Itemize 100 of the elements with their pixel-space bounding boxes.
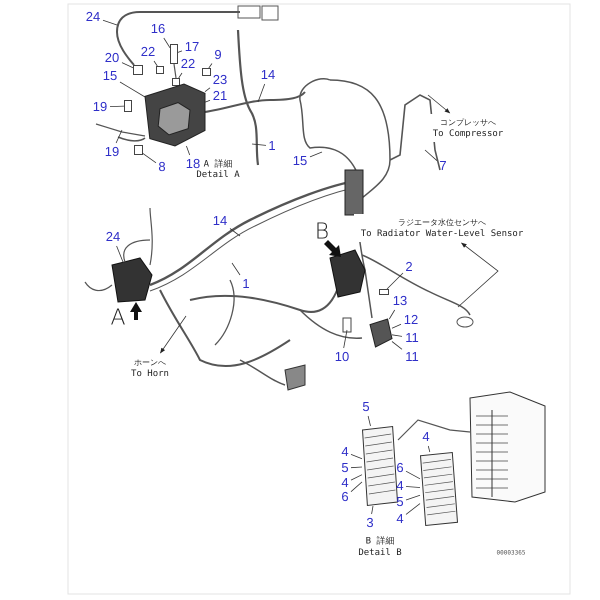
part-box	[134, 145, 142, 155]
view-letter: B	[314, 220, 330, 244]
callout-number: 2	[404, 259, 414, 275]
leader-line	[392, 324, 402, 329]
callout-number: 1	[267, 138, 277, 154]
leader-line	[428, 446, 430, 452]
part-box	[202, 68, 210, 76]
detail-caption: B 詳細	[366, 535, 394, 548]
leader-line	[102, 20, 118, 26]
leader-line	[208, 63, 212, 68]
note-text: To Compressor	[432, 128, 504, 140]
note-text: To Radiator Water-Level Sensor	[360, 228, 524, 240]
callout-number: 5	[340, 460, 350, 476]
callout-number: 6	[340, 489, 350, 505]
leader-line	[252, 144, 266, 146]
callout-number: 5	[361, 399, 371, 415]
fuse-block-drawing	[145, 84, 205, 146]
leader-line	[406, 470, 420, 480]
leader-line	[178, 72, 182, 78]
leader-line	[122, 62, 134, 68]
callout-number: 16	[149, 21, 167, 37]
part-box	[133, 65, 143, 75]
part-box	[379, 289, 389, 295]
callout-number: 9	[213, 47, 223, 63]
callout-number: 4	[340, 475, 350, 491]
leader-line	[350, 466, 362, 468]
leader-line	[258, 84, 266, 102]
relay-drawing	[370, 319, 392, 347]
leader-line	[142, 152, 156, 164]
callout-number: 22	[179, 56, 197, 72]
callout-number: 20	[103, 50, 121, 66]
leader-line	[350, 474, 362, 480]
detail-caption: Detail B	[358, 548, 402, 558]
leader-line	[388, 310, 396, 320]
callout-number: 24	[84, 9, 102, 25]
leader-line	[350, 454, 362, 460]
leader-line	[392, 334, 402, 337]
arrow	[160, 316, 186, 354]
leader-line	[116, 130, 122, 144]
callout-number: 4	[421, 429, 431, 445]
callout-number: 4	[340, 444, 350, 460]
detail-caption: A 詳細	[204, 158, 232, 170]
callout-number: 13	[391, 293, 409, 309]
callout-number: 10	[333, 349, 351, 365]
callout-number: 15	[291, 153, 309, 169]
leader-line	[350, 482, 362, 492]
arrow	[428, 94, 450, 114]
part-box	[172, 78, 180, 86]
callout-number: 15	[101, 68, 119, 84]
callout-number: 3	[365, 515, 375, 531]
part-box	[170, 44, 178, 64]
leader-line	[178, 50, 182, 53]
leader-line	[392, 341, 402, 350]
leader-line	[163, 38, 170, 48]
callout-number: 4	[395, 478, 405, 494]
callout-number: 11	[403, 330, 421, 346]
note-text: ホーンへ	[134, 356, 166, 368]
leader-line	[386, 272, 404, 290]
callout-number: 19	[91, 99, 109, 115]
leader-line	[406, 503, 420, 515]
leader-line	[424, 150, 438, 162]
callout-number: 23	[211, 72, 229, 88]
callout-number: 12	[402, 312, 420, 328]
leader-line	[406, 486, 420, 488]
leader-line	[232, 262, 240, 276]
leader-line	[186, 146, 190, 156]
note-text: コンプレッサへ	[440, 116, 496, 128]
callout-number: 17	[183, 39, 201, 55]
callout-number: 5	[395, 494, 405, 510]
callout-number: 24	[104, 229, 122, 245]
view-letter: A	[110, 306, 126, 330]
leader-line	[368, 416, 371, 426]
leader-line	[406, 494, 420, 500]
leader-line	[371, 506, 374, 514]
note-text: ラジエータ水位センサへ	[398, 216, 486, 228]
part-box	[124, 100, 132, 112]
callout-number: 18	[184, 156, 202, 172]
leader-line	[204, 87, 210, 92]
callout-number: 4	[395, 511, 405, 527]
callout-number: 21	[211, 88, 229, 104]
leader-line	[110, 106, 124, 107]
leader-line	[154, 60, 158, 66]
leader-line	[310, 152, 322, 158]
arrow	[458, 242, 499, 308]
detail-caption: Detail A	[196, 170, 240, 180]
leader-line	[120, 82, 146, 98]
part-box	[156, 66, 164, 74]
callout-number: 14	[259, 67, 277, 83]
connector-drawing	[420, 452, 458, 526]
callout-number: 11	[403, 349, 421, 365]
leader-line	[204, 100, 210, 103]
note-text: To Horn	[131, 368, 169, 380]
callout-number: 8	[157, 159, 167, 175]
leader-line	[230, 228, 240, 236]
callout-number: 6	[395, 460, 405, 476]
callout-number: 14	[211, 213, 229, 229]
connector-drawing	[362, 426, 398, 506]
callout-number: 22	[139, 44, 157, 60]
callout-number: 19	[103, 144, 121, 160]
leader-line	[343, 330, 348, 348]
